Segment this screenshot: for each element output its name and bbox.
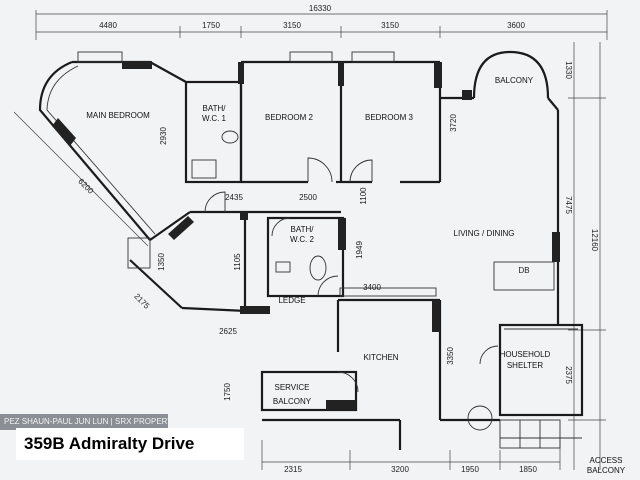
dim-bottom-1: 2315 [284, 465, 302, 474]
label-bedroom3: BEDROOM 3 [365, 113, 414, 122]
label-main-bedroom: MAIN BEDROOM [86, 111, 150, 120]
dim-2500: 2500 [299, 193, 317, 202]
dim-bed3-height: 3720 [449, 114, 458, 132]
dim-2435: 2435 [225, 193, 243, 202]
window-markers [77, 51, 561, 449]
label-kitchen: KITCHEN [363, 353, 398, 362]
watermark-banner: PEZ SHAUN-PAUL JUN LUN | SRX PROPERTY [0, 414, 168, 430]
dim-bottom-4: 1850 [519, 465, 537, 474]
label-living-dining: LIVING / DINING [454, 229, 515, 238]
label-bath1-line2: W.C. 1 [202, 114, 227, 123]
dim-top-3: 3150 [283, 21, 301, 30]
dim-top-4: 3150 [381, 21, 399, 30]
dim-bath2-height: 1949 [355, 241, 364, 259]
dim-2625: 2625 [219, 327, 237, 336]
dim-top-1: 4480 [99, 21, 117, 30]
dim-top-5: 3600 [507, 21, 525, 30]
dim-service-height: 1750 [223, 383, 232, 401]
label-access-line1: ACCESS [590, 456, 623, 465]
dim-bath1-height: 2930 [159, 127, 168, 145]
dim-bottom-2: 3200 [391, 465, 409, 474]
dim-kitchen-width: 3400 [363, 283, 381, 292]
label-household-line2: SHELTER [507, 361, 544, 370]
wall-columns [52, 61, 560, 410]
label-service-line2: BALCONY [273, 397, 312, 406]
dim-kitchen-height: 3350 [446, 347, 455, 365]
dim-1100: 1100 [359, 187, 368, 205]
label-bath1-line1: BATH/ [203, 104, 227, 113]
fixtures [191, 130, 555, 297]
dim-right-1: 1330 [564, 61, 573, 79]
dim-bottom-3: 1950 [461, 465, 479, 474]
label-service-line1: SERVICE [275, 383, 310, 392]
label-ledge: LEDGE [278, 296, 305, 305]
dim-top-total: 16330 [309, 4, 332, 13]
door-swings [204, 157, 499, 431]
dim-1350: 1350 [157, 253, 166, 271]
dim-1105: 1105 [233, 253, 242, 271]
label-db: DB [518, 266, 529, 275]
label-bath2-line2: W.C. 2 [290, 235, 315, 244]
dim-right-2: 7475 [564, 196, 573, 214]
dim-right-3: 12160 [590, 229, 599, 252]
label-access-line2: BALCONY [587, 466, 626, 475]
dim-top-2: 1750 [202, 21, 220, 30]
right-dimension-lines [568, 42, 606, 470]
diag-dimension-line [13, 111, 149, 247]
label-balcony: BALCONY [495, 76, 534, 85]
label-bath2-line1: BATH/ [291, 225, 315, 234]
top-dimension-lines [35, 10, 608, 40]
label-household-line1: HOUSEHOLD [500, 350, 551, 359]
label-bedroom2: BEDROOM 2 [265, 113, 314, 122]
address-caption: 359B Admiralty Drive [16, 428, 244, 460]
dim-right-4: 2375 [564, 366, 573, 384]
